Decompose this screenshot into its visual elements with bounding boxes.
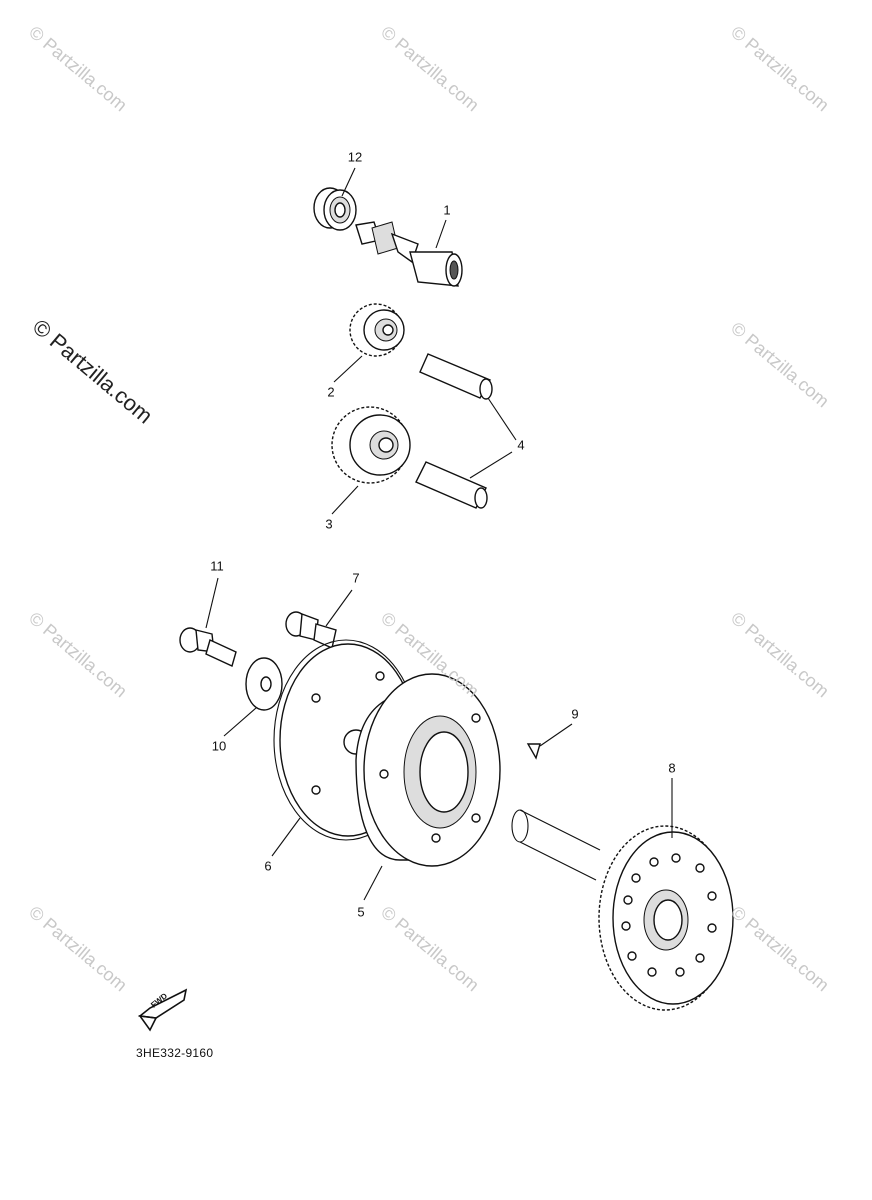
- callout-6: 6: [264, 858, 272, 874]
- part-2-gear: [349, 303, 405, 357]
- callout-3: 3: [325, 516, 333, 532]
- part-4-pins: [415, 353, 517, 509]
- callout-5: 5: [357, 904, 365, 920]
- callout-1: 1: [443, 202, 451, 218]
- diagram-code: 3HE332-9160: [136, 1046, 214, 1060]
- leader-lines: [205, 167, 673, 901]
- part-10-washer: [245, 657, 283, 711]
- part-8-gear: [598, 825, 734, 1011]
- callout-9: 9: [571, 706, 579, 722]
- part-3-gear: [331, 406, 411, 484]
- callout-7: 7: [352, 570, 360, 586]
- part-11-bolt: [179, 627, 237, 667]
- callout-11: 11: [210, 558, 224, 574]
- callout-2: 2: [327, 384, 335, 400]
- callout-10: 10: [211, 738, 227, 754]
- shaft-outline: [511, 809, 601, 881]
- fwd-arrow-icon: [138, 988, 188, 1032]
- part-1-shaft: [355, 221, 463, 287]
- callout-12: 12: [347, 149, 363, 165]
- callout-8: 8: [668, 760, 676, 776]
- part-9-key: [526, 743, 541, 760]
- part-5-clutch: [355, 673, 501, 867]
- part-12-bearing: [313, 187, 357, 231]
- callout-4: 4: [517, 437, 525, 453]
